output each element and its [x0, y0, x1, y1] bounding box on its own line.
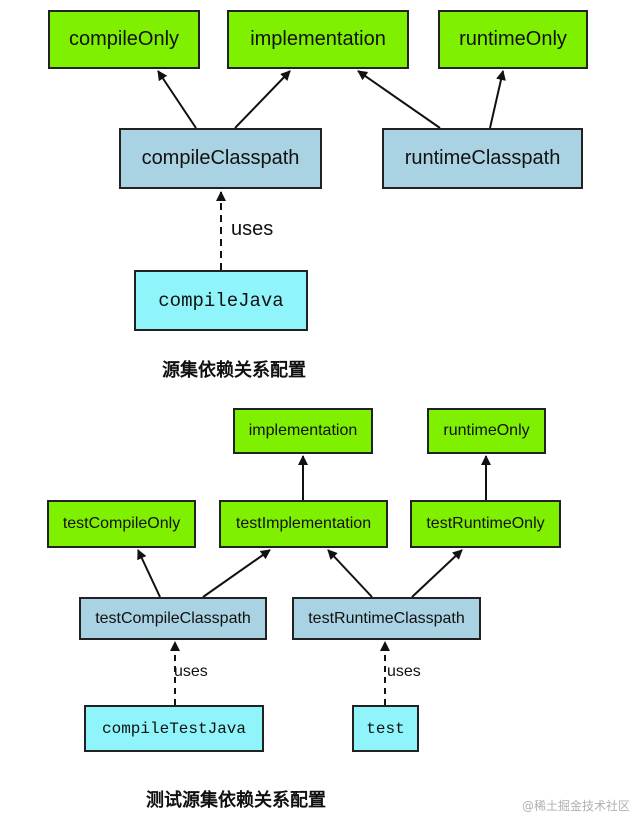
compileonly-box: compileOnly [48, 10, 200, 69]
uses-label-compilejava: uses [231, 218, 274, 240]
compiletestjava-box: compileTestJava [84, 705, 264, 752]
arrow-testruntimeclasspath-to-testruntimeonly [411, 549, 463, 598]
runtimeonly-box: runtimeOnly [438, 10, 588, 69]
testruntimeclasspath-box: testRuntimeClasspath [292, 597, 481, 640]
runtimeclasspath-box: runtimeClasspath [382, 128, 583, 189]
arrow-testcompileclasspath-to-testcompileonly [137, 549, 161, 598]
testruntimeonly-box: testRuntimeOnly [410, 500, 561, 548]
test-box: test [352, 705, 419, 752]
uses-label-compiletestjava: uses [174, 663, 208, 680]
top-caption: 源集依赖关系配置 [162, 360, 306, 381]
arrow-runtimeclasspath-to-runtimeonly [489, 70, 506, 129]
arrow-compileclasspath-to-compileonly [157, 70, 197, 129]
bottom-caption: 测试源集依赖关系配置 [146, 790, 326, 811]
uses-label-test: uses [387, 663, 421, 680]
testcompileclasspath-box: testCompileClasspath [79, 597, 267, 640]
implementation-box-bottom: implementation [233, 408, 373, 454]
arrow-runtimeclasspath-to-implementation [357, 70, 441, 129]
testimplementation-box: testImplementation [219, 500, 388, 548]
runtimeonly-box-bottom: runtimeOnly [427, 408, 546, 454]
compileclasspath-box: compileClasspath [119, 128, 322, 189]
arrow-testruntimeclasspath-to-testimplementation [327, 549, 373, 598]
arrow-testcompileclasspath-to-testimplementation [202, 549, 271, 598]
watermark: @稀土掘金技术社区 [521, 799, 630, 813]
arrow-compileclasspath-to-implementation [234, 70, 291, 129]
testcompileonly-box: testCompileOnly [47, 500, 196, 548]
compilejava-box: compileJava [134, 270, 308, 331]
implementation-box: implementation [227, 10, 409, 69]
